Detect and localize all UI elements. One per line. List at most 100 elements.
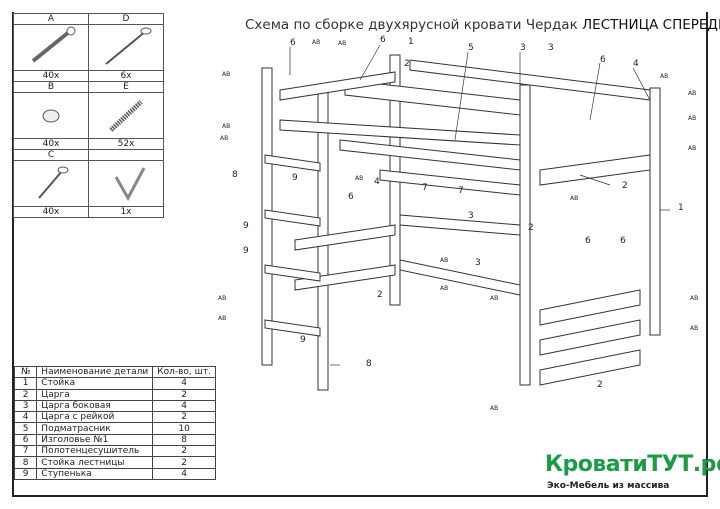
part-callout: 1 (678, 203, 684, 213)
hex-key-icon (88, 160, 164, 207)
hardware-mark-ab: AB (688, 90, 696, 97)
step-part-9 (264, 209, 321, 227)
hardware-mark-ab: AB (312, 39, 320, 46)
part-callout: 6 (290, 38, 296, 48)
part-number: 7 (13, 445, 38, 458)
hardware-mark-ab: AB (218, 295, 226, 302)
screw-icon (13, 160, 89, 207)
hardware-mark-ab: AB (570, 195, 578, 202)
hardware-mark-ab: AB (355, 175, 363, 182)
part-name: Царга (36, 388, 154, 401)
hardware-mark-ab: AB (688, 145, 696, 152)
part-callout: 2 (528, 223, 534, 233)
brand-logo: КроватиТУТ.рф (545, 452, 720, 477)
part-callout: 2 (622, 181, 628, 191)
part-name: Царга с рейкой (36, 411, 154, 424)
part-number: 6 (13, 433, 38, 447)
part-callout: 9 (243, 246, 249, 256)
part-name: Стойка (36, 377, 154, 390)
part-number: 2 (13, 388, 38, 401)
part-callout: 6 (620, 236, 626, 246)
part-number: 3 (13, 399, 38, 413)
part-qty: 2 (152, 411, 216, 424)
col-header-qty: Кол-во, шт. (152, 365, 216, 379)
part-callout: 9 (300, 335, 306, 345)
rail-part-4 (279, 119, 521, 146)
page-title: Схема по сборке двухярусной кровати Черд… (245, 17, 720, 33)
rail-part-2 (294, 264, 396, 291)
rail-part-2 (539, 349, 641, 386)
hardware-mark-ab: AB (222, 71, 230, 78)
hw-qty: 40x (13, 206, 89, 218)
part-name: Царга боковая (36, 399, 154, 413)
part-qty: 8 (152, 433, 216, 447)
hardware-mark-ab: AB (490, 405, 498, 412)
confirmat-screw-icon (13, 24, 89, 71)
part-qty: 4 (152, 467, 216, 480)
hardware-mark-ab: AB (660, 73, 668, 80)
part-callout: 2 (377, 290, 383, 300)
post-part-1 (649, 87, 661, 336)
rail-part-6 (279, 71, 396, 101)
part-qty: 2 (152, 456, 216, 469)
dowel-icon (88, 92, 164, 139)
hardware-mark-ab: AB (222, 123, 230, 130)
headboard-part-6 (539, 289, 641, 326)
part-name: Полотенцесушитель (36, 445, 154, 458)
part-number: 8 (13, 456, 38, 469)
part-number: 4 (13, 411, 38, 424)
post-part-1 (519, 84, 531, 386)
col-header-number: № (13, 365, 38, 379)
part-name: Стойка лестницы (36, 456, 154, 469)
part-callout: 4 (374, 177, 380, 187)
part-qty: 2 (152, 388, 216, 401)
part-callout: 8 (232, 170, 238, 180)
part-callout: 6 (600, 55, 606, 65)
part-callout: 2 (404, 59, 410, 69)
part-callout: 7 (458, 186, 464, 196)
hardware-mark-ab: AB (440, 257, 448, 264)
part-callout: 1 (408, 37, 414, 47)
brand-slogan: Эко-Мебель из массива (547, 481, 670, 491)
part-callout: 7 (422, 183, 428, 193)
slat-part-7 (339, 139, 521, 171)
hardware-mark-ab: AB (220, 135, 228, 142)
part-callout: 2 (597, 380, 603, 390)
part-callout: 8 (366, 359, 372, 369)
part-callout: 6 (348, 192, 354, 202)
hardware-mark-ab: AB (490, 295, 498, 302)
page-frame (12, 12, 708, 497)
step-part-9 (264, 264, 321, 282)
part-qty: 10 (152, 422, 216, 435)
col-header-name: Наименование детали (36, 365, 154, 379)
part-callout: 5 (468, 43, 474, 53)
hardware-mark-ab: AB (440, 285, 448, 292)
part-callout: 6 (585, 236, 591, 246)
part-number: 1 (13, 377, 38, 390)
screw-cap-icon (13, 92, 89, 139)
part-number: 9 (13, 467, 38, 480)
part-qty: 2 (152, 445, 216, 458)
hw-qty: 1x (88, 206, 164, 218)
part-callout: 3 (548, 43, 554, 53)
part-callout: 9 (292, 173, 298, 183)
part-number: 5 (13, 422, 38, 435)
part-callout: 6 (380, 35, 386, 45)
slat-part-7 (379, 169, 521, 196)
headboard-part-6 (539, 319, 641, 356)
part-callout: 9 (243, 221, 249, 231)
part-name: Изголовье №1 (36, 433, 154, 447)
hardware-mark-ab: AB (338, 40, 346, 47)
part-callout: 4 (633, 59, 639, 69)
part-qty: 4 (152, 377, 216, 390)
rail-part-3 (399, 214, 521, 236)
